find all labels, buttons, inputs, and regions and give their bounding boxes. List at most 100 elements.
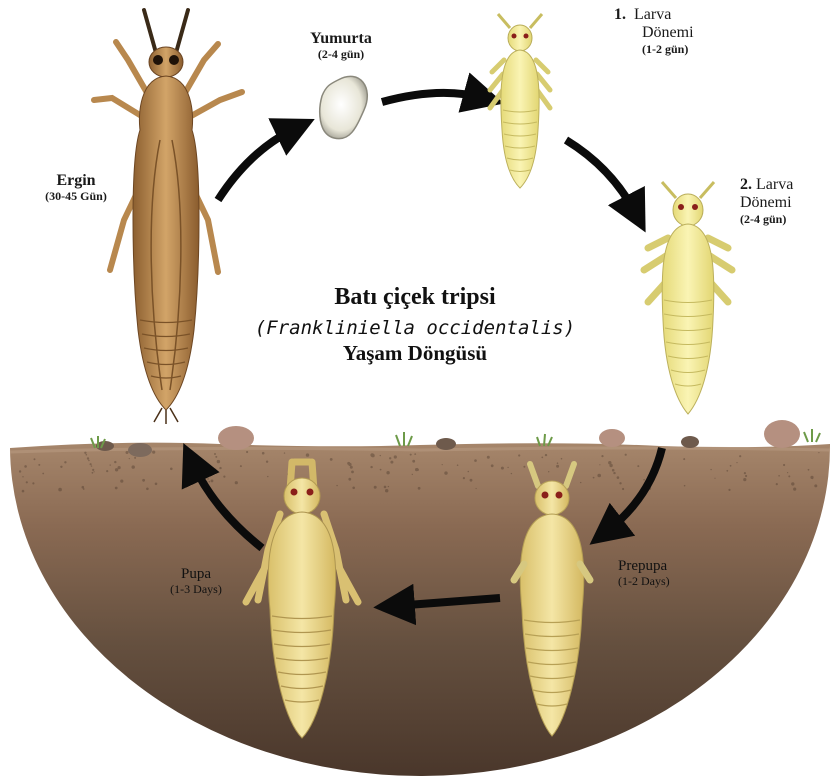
soil-speckle — [240, 465, 242, 467]
soil-speckle — [223, 476, 225, 478]
soil-speckle — [814, 484, 817, 487]
soil-speckle — [744, 472, 746, 474]
soil-speckle — [115, 487, 118, 490]
pupa-label: Pupa (1-3 Days) — [148, 566, 244, 597]
soil-speckle — [129, 458, 130, 459]
soil-speckle — [19, 470, 21, 472]
pupa-stage-duration: (1-3 Days) — [148, 583, 244, 597]
soil-speckle — [266, 461, 268, 463]
soil-speckle — [42, 473, 44, 475]
soil-speckle — [84, 452, 86, 454]
adult-stage-name: Ergin — [24, 172, 128, 190]
soil-speckle — [380, 455, 381, 456]
soil-speckle — [24, 465, 27, 468]
soil-speckle — [736, 462, 737, 463]
soil-speckle — [83, 488, 85, 490]
egg-stage-name: Yumurta — [286, 30, 396, 48]
soil-speckle — [507, 467, 508, 468]
diagram-title: Batı çiçek tripsi — [230, 284, 600, 311]
soil-speckle — [348, 478, 351, 481]
soil-speckle — [114, 461, 116, 463]
soil-speckle — [92, 472, 94, 474]
soil-speckle — [418, 487, 421, 490]
soil-speckle — [791, 482, 794, 485]
soil-speckle — [120, 480, 123, 483]
soil-speckle — [643, 479, 645, 481]
soil-speckle — [599, 464, 600, 465]
soil-speckle — [155, 483, 158, 486]
larva2-number: 2. — [740, 176, 752, 193]
soil-speckle — [613, 472, 615, 474]
larva1-number: 1. — [614, 6, 626, 23]
egg-stage-duration: (2-4 gün) — [286, 48, 396, 62]
soil-speckle — [783, 464, 785, 466]
soil-speckle — [350, 466, 353, 469]
soil-speckle — [32, 482, 34, 484]
soil-speckle — [597, 474, 601, 478]
soil-speckle — [726, 470, 728, 472]
soil-speckle — [487, 456, 490, 459]
soil-speckle — [348, 463, 351, 466]
soil-speckle — [412, 460, 415, 463]
soil-speckle — [92, 469, 94, 471]
soil-speckle — [476, 488, 477, 489]
soil-speckle — [209, 481, 211, 483]
soil-speckle — [380, 469, 382, 471]
soil-speckle — [561, 458, 563, 460]
larva2-illustration — [644, 182, 732, 414]
soil-speckle — [118, 466, 121, 469]
adult-label: Ergin (30-45 Gün) — [24, 172, 128, 204]
soil-speckle — [501, 467, 504, 470]
soil-speckle — [106, 470, 108, 472]
soil-speckle — [491, 464, 494, 467]
soil-speckle — [619, 482, 621, 484]
soil-speckle — [22, 490, 25, 493]
soil-speckle — [601, 455, 603, 457]
soil-speckle — [22, 476, 23, 477]
soil-speckle — [710, 469, 711, 470]
soil-speckle — [412, 474, 413, 475]
diagram-title-block: Batı çiçek tripsi (Frankliniella occiden… — [230, 284, 600, 366]
soil-speckle — [235, 481, 238, 484]
soil-speckle — [94, 471, 95, 472]
soil-speckle — [474, 459, 477, 462]
soil-speckle — [523, 466, 525, 468]
soil-speckle — [410, 454, 412, 456]
pupa-stage-name: Pupa — [148, 566, 244, 583]
soil-speckle — [146, 488, 149, 491]
soil-speckle — [622, 488, 624, 490]
soil-speckle — [812, 478, 814, 480]
soil-speckle — [389, 457, 391, 459]
soil-speckle — [126, 451, 129, 454]
soil-speckle — [352, 487, 355, 490]
soil-speckle — [390, 461, 393, 464]
prepupa-stage-name: Prepupa — [618, 558, 670, 575]
soil-speckle — [370, 466, 372, 468]
larva1-illustration — [490, 14, 550, 188]
soil-speckle — [580, 482, 581, 483]
soil-speckle — [625, 454, 627, 456]
soil-speckle — [463, 477, 465, 479]
soil-speckle — [444, 471, 447, 474]
soil-speckle — [541, 457, 543, 459]
soil-speckle — [556, 465, 559, 468]
soil-speckle — [336, 485, 337, 486]
soil-speckle — [202, 463, 204, 465]
soil-speckle — [110, 464, 111, 465]
soil-speckle — [219, 467, 221, 469]
soil-speckle — [442, 464, 443, 465]
soil-speckle — [745, 475, 747, 477]
larva2-label: 2. Larva Dönemi (2-4 gün) — [740, 176, 793, 227]
soil-speckle — [394, 455, 397, 458]
soil-speckle — [388, 486, 389, 487]
soil-speckle — [793, 488, 796, 491]
soil-speckle — [38, 464, 40, 466]
soil-speckle — [267, 476, 268, 477]
soil-speckle — [385, 489, 388, 492]
soil-speckle — [86, 454, 88, 456]
arrow-egg-to-larva1 — [382, 93, 484, 102]
soil-speckle — [374, 486, 377, 489]
soil-speckle — [215, 456, 217, 458]
larva1-duration: (1-2 gün) — [642, 43, 694, 57]
